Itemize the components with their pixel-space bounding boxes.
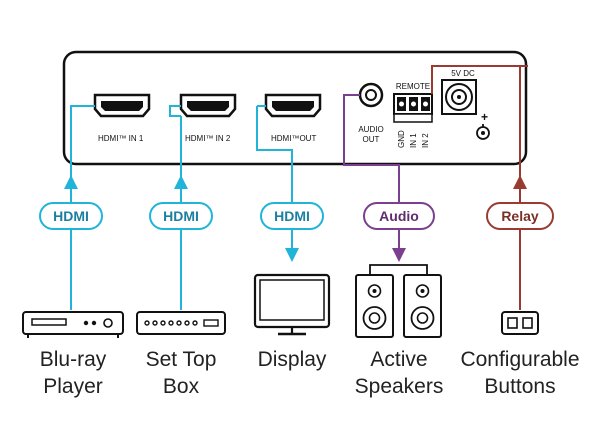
hdmi-out-arrow-down-icon [285, 248, 299, 262]
audio-out-label-2: OUT [363, 135, 380, 144]
polarity-icon [476, 124, 490, 140]
configurable-buttons-icon [501, 311, 539, 335]
hdmi-in-1-label: HDMI™ IN 1 [98, 134, 144, 143]
polarity-plus-label: + [481, 110, 488, 124]
svg-text:HDMI: HDMI [53, 208, 89, 224]
speakers-label-2: Speakers [355, 375, 444, 398]
set-top-label-2: Box [163, 375, 200, 398]
hdmi-out-port [264, 93, 322, 118]
buttons-label-1: Configurable [460, 348, 579, 371]
remote-label: REMOTE [396, 82, 430, 91]
hdmi-1-arrow-up-icon [64, 175, 78, 189]
hdmi-2-connection-pill: HDMI [149, 202, 213, 230]
remote-gnd-label: GND [397, 130, 406, 148]
power-label: 5V DC [451, 69, 475, 78]
remote-in2-label: IN 2 [421, 133, 430, 148]
hdmi-in-2-label: HDMI™ IN 2 [185, 134, 231, 143]
svg-text:Relay: Relay [501, 208, 539, 224]
buttons-label-2: Buttons [484, 375, 555, 398]
hdmi-in-2-port [179, 93, 237, 118]
bluray-label-1: Blu-ray [40, 348, 107, 371]
bluray-player-icon [22, 311, 124, 338]
audio-out-label-1: AUDIO [358, 125, 383, 134]
speakers-label-1: Active [370, 348, 427, 371]
display-monitor-icon [253, 273, 331, 336]
audio-connection-pill: Audio [363, 202, 435, 230]
hdmi-1-connection-pill: HDMI [39, 202, 103, 230]
relay-arrow-up-icon [513, 175, 527, 189]
hdmi-out-label: HDMI™OUT [271, 134, 316, 143]
svg-text:HDMI: HDMI [274, 208, 310, 224]
hdmi-2-cable [169, 105, 182, 310]
bluray-label-2: Player [43, 375, 103, 398]
power-jack [441, 79, 477, 115]
svg-text:HDMI: HDMI [163, 208, 199, 224]
remote-terminal-block [393, 93, 433, 123]
set-top-box-icon [136, 311, 226, 335]
set-top-label-1: Set Top [146, 348, 217, 371]
display-label: Display [258, 348, 327, 371]
audio-arrow-down-icon [392, 248, 406, 262]
relay-connection-pill: Relay [486, 202, 554, 230]
hdmi-in-1-port [93, 93, 151, 118]
hdmi-2-arrow-up-icon [174, 175, 188, 189]
hdmi-out-connection-pill: HDMI [260, 202, 324, 230]
svg-text:Audio: Audio [379, 208, 419, 224]
active-speakers-icon [355, 264, 442, 338]
remote-in1-label: IN 1 [409, 133, 418, 148]
audio-out-jack [358, 82, 384, 108]
audio-cable [343, 94, 400, 258]
